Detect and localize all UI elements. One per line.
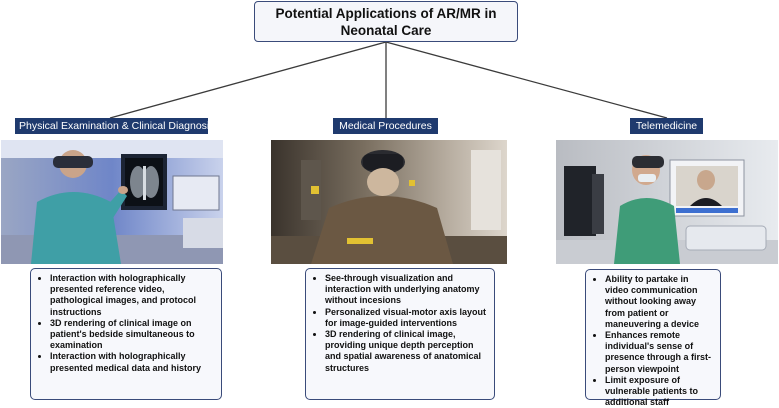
photo-physical-examination — [1, 140, 223, 264]
bullet-item: Interaction with holographically present… — [50, 351, 215, 373]
bullet-box-medical-procedures: See-through visualization and interactio… — [305, 268, 495, 400]
diagram-title: Potential Applications of AR/MR in Neona… — [275, 5, 497, 38]
category-label-telemedicine: Telemedicine — [630, 118, 703, 134]
photo-telemedicine — [556, 140, 778, 264]
bullet-list-telemedicine: Ability to partake in video communicatio… — [594, 274, 714, 408]
bullet-box-physical-exam: Interaction with holographically present… — [30, 268, 222, 400]
bullet-item: Interaction with holographically present… — [50, 273, 215, 318]
bullet-box-telemedicine: Ability to partake in video communicatio… — [585, 269, 721, 407]
photo-medical-procedures — [271, 140, 507, 264]
category-label-physical-exam: Physical Examination & Clinical Diagnosi… — [15, 118, 215, 134]
bullet-item: 3D rendering of clinical image, providin… — [325, 329, 488, 374]
bullet-item: See-through visualization and interactio… — [325, 273, 488, 307]
bullet-item: Personalized visual-motor axis layout fo… — [325, 307, 488, 329]
bullet-item: Ability to partake in video communicatio… — [605, 274, 714, 330]
bullet-item: Limit exposure of vulnerable patients to… — [605, 375, 714, 408]
category-label-medical-procedures: Medical Procedures — [333, 118, 438, 134]
bullet-list-physical-exam: Interaction with holographically present… — [39, 273, 215, 374]
bullet-item: Enhances remote individual's sense of pr… — [605, 330, 714, 375]
connector-line-left — [109, 41, 387, 119]
diagram-title-box: Potential Applications of AR/MR in Neona… — [254, 1, 518, 42]
bullet-item: 3D rendering of clinical image on patien… — [50, 318, 215, 352]
connector-line-right — [385, 41, 668, 119]
bullet-list-medical-procedures: See-through visualization and interactio… — [314, 273, 488, 374]
